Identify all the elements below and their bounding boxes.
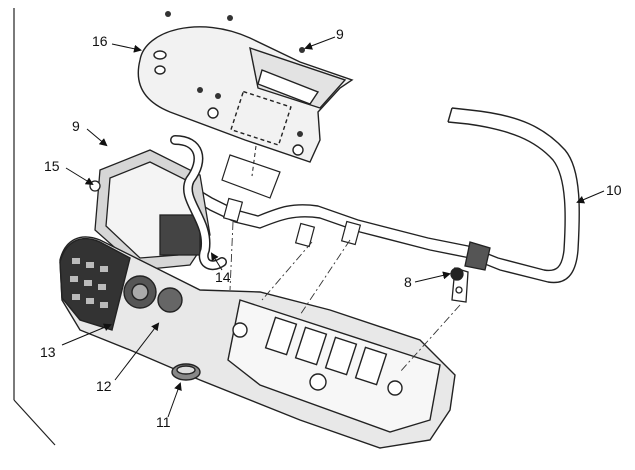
callout-14: 14 xyxy=(215,269,231,285)
cover-label-plate xyxy=(221,154,281,199)
callout-9-top: 9 xyxy=(336,26,344,42)
part-8-bracket xyxy=(450,241,491,303)
callout-15: 15 xyxy=(44,158,60,174)
callout-13: 13 xyxy=(40,344,56,360)
part-16-upper-cover xyxy=(137,26,354,163)
callout-10: 10 xyxy=(606,182,622,198)
callout-leaders xyxy=(61,36,605,418)
part-10-tube xyxy=(189,107,580,284)
callout-9-left: 9 xyxy=(72,118,80,134)
guide-line xyxy=(251,145,257,177)
callout-12: 12 xyxy=(96,378,112,394)
tube-clamps xyxy=(222,197,362,248)
callout-8: 8 xyxy=(404,274,412,290)
frame-corner xyxy=(13,399,56,446)
callout-11: 11 xyxy=(156,414,171,430)
part-15-module xyxy=(89,149,211,271)
part-9-screws-top xyxy=(165,11,305,137)
base-tray xyxy=(59,236,456,449)
assembly-guide-lines xyxy=(229,221,461,373)
callout-16: 16 xyxy=(92,33,108,49)
